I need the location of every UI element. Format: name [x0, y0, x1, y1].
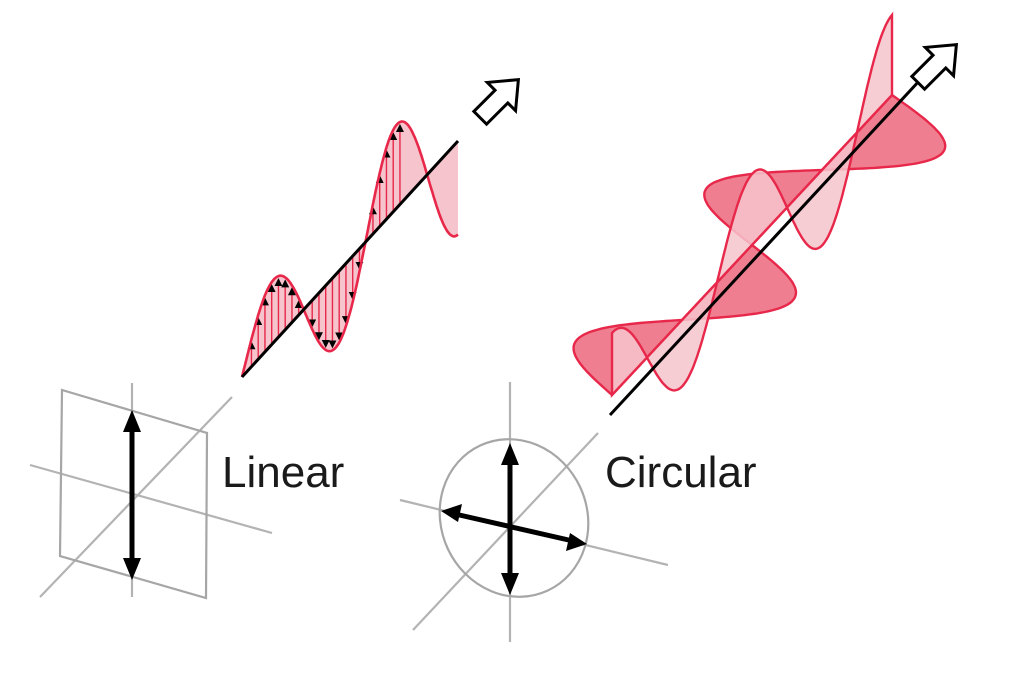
linear-field-arrows [247, 123, 404, 367]
linear-polarization-plane [58, 388, 209, 600]
circular-beam-axis [608, 78, 922, 417]
linear-hollow-arrow-icon [471, 77, 521, 127]
linear-label: Linear [222, 448, 344, 497]
linear-field-vector [123, 410, 141, 580]
circular-vertical-vector [501, 443, 519, 595]
linear-wave-fill [242, 121, 458, 377]
linear-x-axis [29, 463, 273, 535]
circular-horizontal-vector [441, 504, 587, 551]
linear-wave [240, 120, 459, 378]
circular-panel: Circular [399, 11, 959, 642]
linear-beam-axis [240, 139, 460, 379]
circular-polarization-ellipse [438, 438, 590, 598]
linear-wave-curve [240, 120, 459, 378]
circular-vertical-component [610, 11, 894, 399]
circular-label: Circular [605, 448, 757, 497]
circular-hollow-arrow-icon [909, 42, 959, 92]
linear-panel: Linear [29, 77, 521, 600]
circular-wave [572, 11, 947, 399]
